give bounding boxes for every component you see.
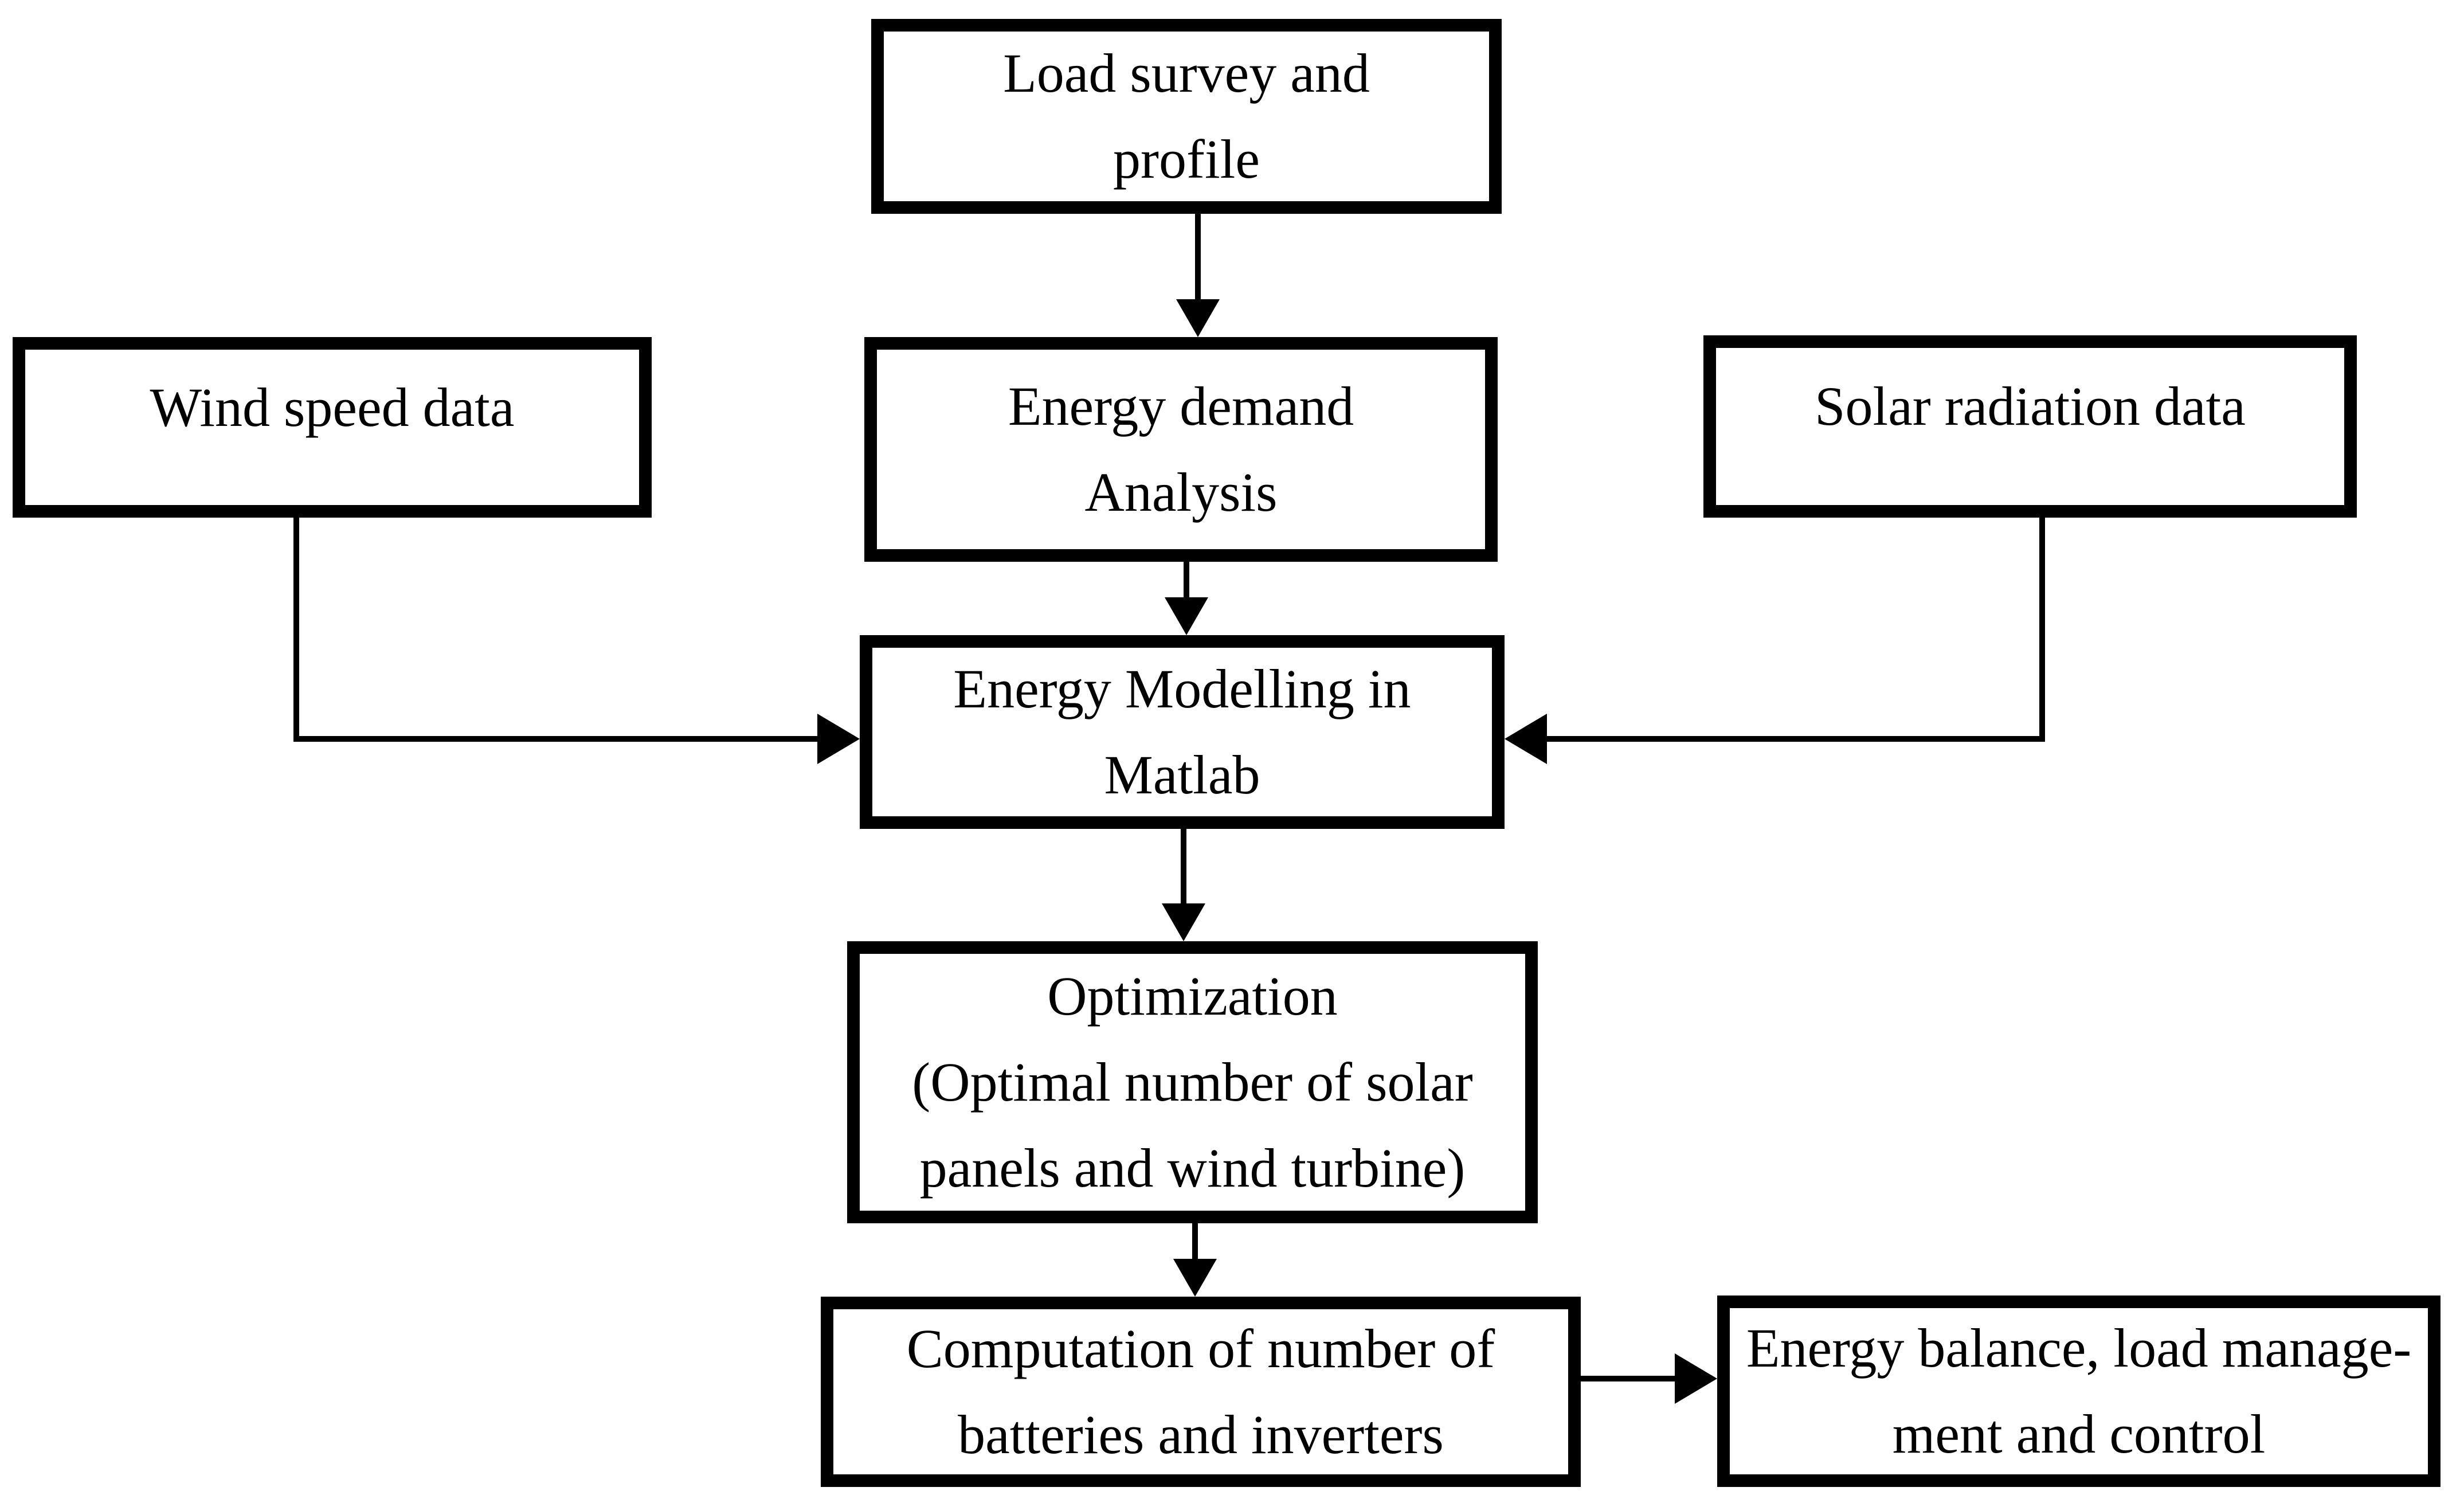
arrow-comp-to-balance-head-icon <box>1675 1353 1717 1404</box>
node-optimization-line-2: (Optimal number of solar <box>912 1051 1473 1113</box>
node-energy-demand: Energy demand Analysis <box>864 337 1498 562</box>
arrow-matlab-to-opt-head-icon <box>1162 903 1205 941</box>
node-energy-modelling-line-1: Energy Modelling in <box>953 658 1411 719</box>
arrow-wind-to-matlab-head-icon <box>817 714 860 764</box>
node-solar-radiation-line-1: Solar radiation data <box>1815 375 2246 437</box>
node-optimization-line-1: Optimization <box>1047 965 1338 1027</box>
arrow-solar-to-matlab-hline <box>1545 736 2045 742</box>
arrow-wind-to-matlab-hline <box>293 736 820 742</box>
node-energy-balance: Energy balance, load manage- ment and co… <box>1717 1296 2441 1487</box>
node-solar-radiation: Solar radiation data <box>1703 335 2357 518</box>
node-energy-modelling-line-2: Matlab <box>1104 744 1260 805</box>
node-load-survey-line-1: Load survey and <box>1003 42 1370 104</box>
node-energy-modelling: Energy Modelling in Matlab <box>860 635 1505 829</box>
node-computation-line-1: Computation of number of <box>906 1318 1495 1379</box>
node-energy-balance-line-1: Energy balance, load manage- <box>1746 1317 2412 1379</box>
node-wind-speed-line-1: Wind speed data <box>150 376 515 438</box>
node-wind-speed: Wind speed data <box>13 337 652 518</box>
node-energy-demand-line-2: Analysis <box>1084 461 1278 523</box>
node-computation-line-2: batteries and inverters <box>958 1404 1444 1465</box>
arrow-demand-to-matlab-line <box>1184 562 1189 601</box>
arrow-load-to-demand-head-icon <box>1176 299 1220 337</box>
arrow-wind-to-matlab-vline <box>293 516 299 741</box>
node-computation: Computation of number of batteries and i… <box>821 1297 1581 1487</box>
arrow-load-to-demand-line <box>1195 214 1201 303</box>
node-load-survey-line-2: profile <box>1113 128 1260 190</box>
arrow-opt-to-comp-head-icon <box>1173 1259 1217 1297</box>
node-energy-demand-line-1: Energy demand <box>1008 375 1354 437</box>
node-optimization-line-3: panels and wind turbine) <box>919 1137 1466 1199</box>
arrow-demand-to-matlab-head-icon <box>1165 597 1208 635</box>
node-optimization: Optimization (Optimal number of solar pa… <box>847 941 1538 1223</box>
arrow-solar-to-matlab-head-icon <box>1505 714 1547 764</box>
arrow-solar-to-matlab-vline <box>2039 516 2045 741</box>
arrow-opt-to-comp-line <box>1192 1223 1198 1261</box>
node-energy-balance-line-2: ment and control <box>1892 1403 2266 1465</box>
arrow-matlab-to-opt-line <box>1181 829 1186 906</box>
arrow-comp-to-balance-line <box>1581 1376 1677 1381</box>
node-load-survey: Load survey and profile <box>871 19 1502 214</box>
